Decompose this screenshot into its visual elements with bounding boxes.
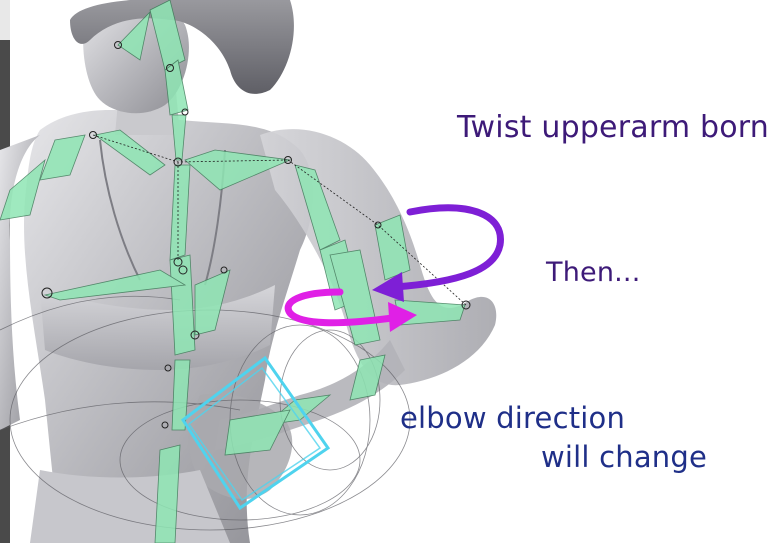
figure-body: [0, 0, 496, 543]
caption-then: Then...: [546, 257, 640, 288]
caption-twist-upperarm: Twist upperarm born: [457, 110, 769, 145]
caption-will-change: will change: [541, 440, 707, 474]
caption-elbow-direction: elbow direction: [400, 401, 625, 435]
